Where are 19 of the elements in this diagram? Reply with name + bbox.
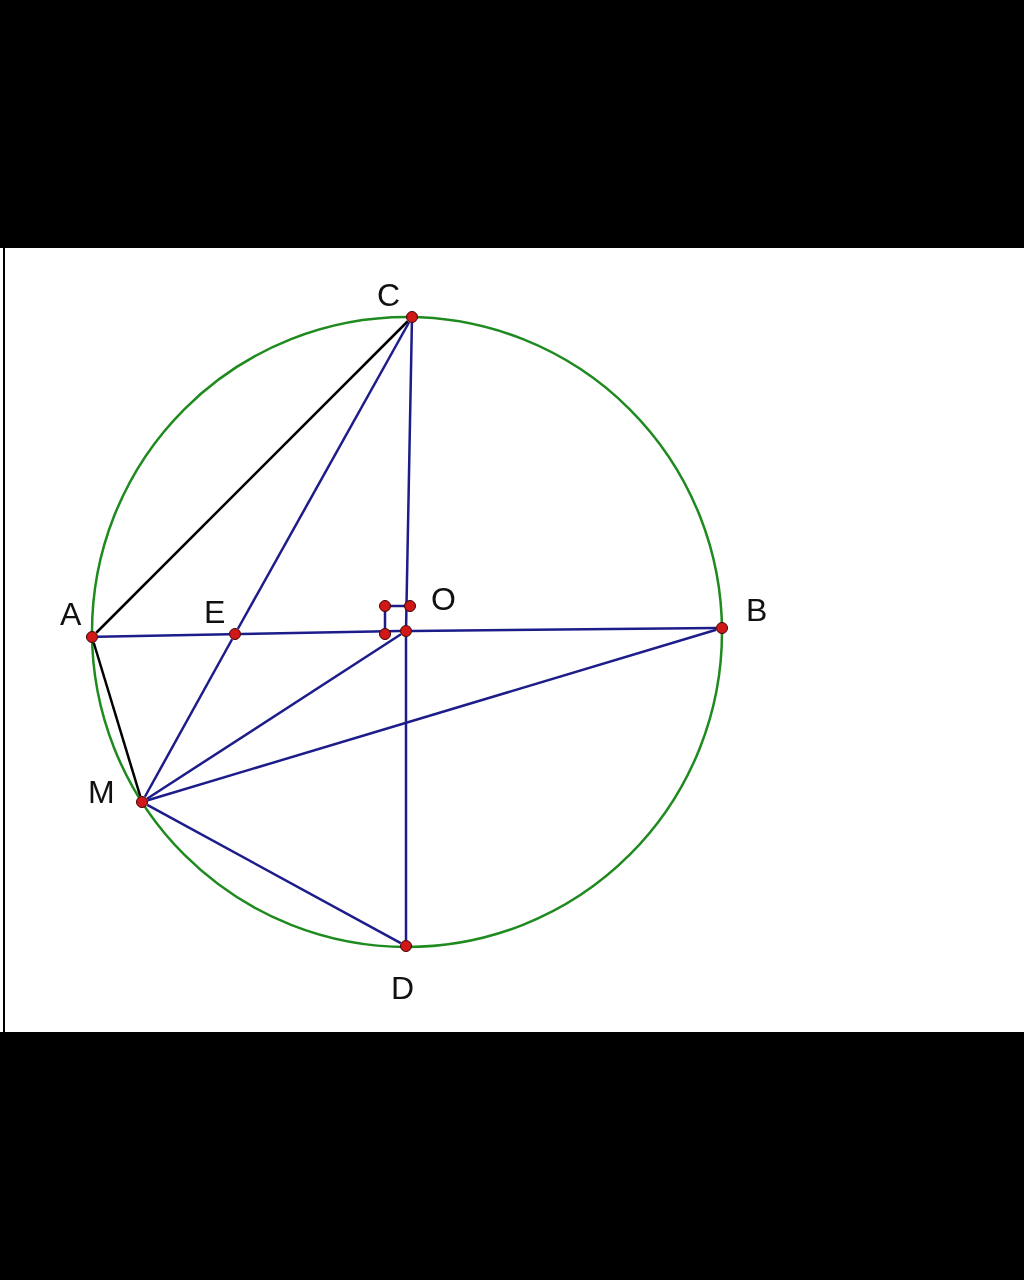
line-segment <box>146 803 402 945</box>
point-label: M <box>88 776 115 808</box>
line-segment <box>97 632 230 639</box>
line-segment <box>146 633 402 800</box>
line-segment <box>404 637 408 940</box>
point-label: C <box>377 279 401 311</box>
line-segment <box>412 626 716 633</box>
line-segment <box>95 320 409 634</box>
line-segment <box>147 628 717 802</box>
line-segment <box>240 629 401 636</box>
point-label: A <box>60 598 82 630</box>
point-label: B <box>746 594 768 626</box>
point-label: O <box>431 583 456 615</box>
line-segment <box>143 638 234 798</box>
point-label: D <box>391 972 415 1004</box>
line-segment <box>92 642 142 797</box>
point-label: E <box>204 596 226 628</box>
line-segment <box>404 322 414 626</box>
line-segment <box>236 321 411 630</box>
